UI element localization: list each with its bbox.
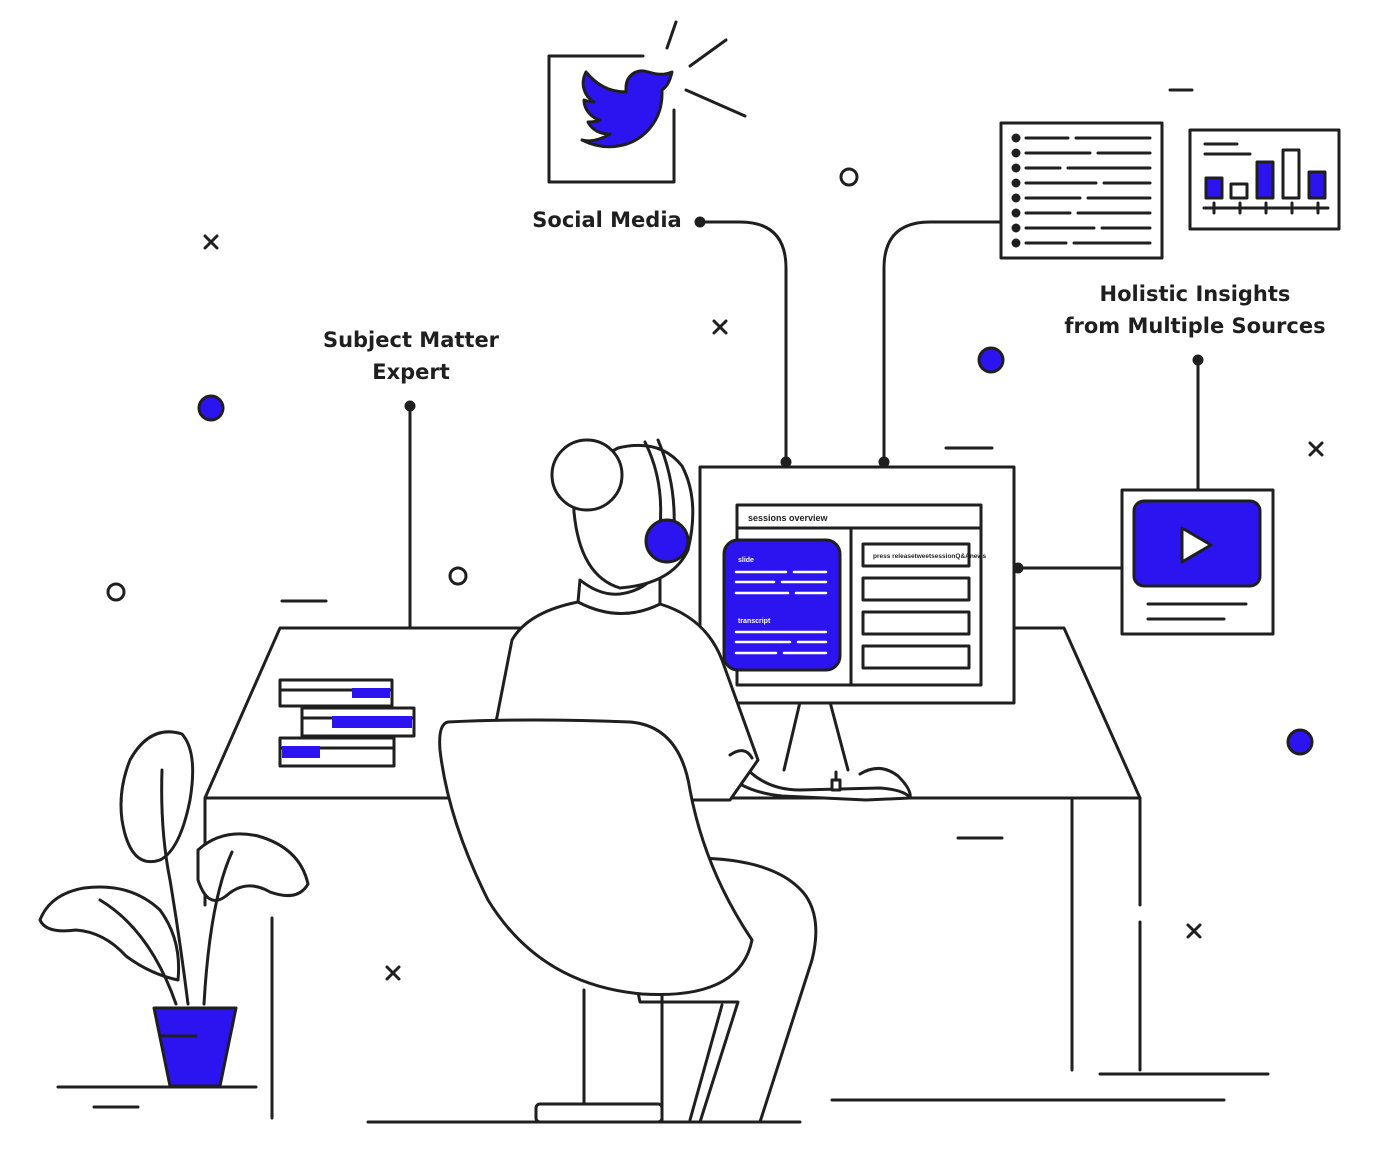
twitter-bird-icon [580,69,674,149]
social-media-text: Social Media [532,208,682,232]
cross-mark-icon [203,234,219,250]
docs-connector [882,220,1002,464]
signal-lines [665,20,747,118]
hair-bun [550,438,624,512]
social-connector [698,220,788,464]
chair [438,718,754,1124]
monitor: sessions overview slide transcript press… [698,465,1016,772]
twitter-card [547,20,747,184]
cross-mark-icon [1308,441,1324,457]
leaf [196,832,310,902]
screen-header: sessions overview [748,513,829,523]
book-stack [278,678,416,768]
leaf [38,885,181,982]
list-row [861,576,971,602]
cross-mark-icon [385,965,401,981]
holistic-line-2: from Multiple Sources [1064,314,1326,338]
list-row [861,644,971,670]
accent-dot [197,394,225,422]
tab-row [861,542,971,568]
leaf [119,730,195,863]
pot [152,1006,238,1088]
accent-dot [1286,728,1314,756]
ring-dot [839,167,859,187]
tabs-text: press releasetweetsessionQ&Anews [873,553,986,560]
document-list-icon [1011,133,1152,248]
bar-chart-card [1188,128,1341,231]
headphone-band [643,438,676,530]
ring-dot [106,582,126,602]
transcript-label: transcript [738,618,771,625]
cross-mark-icon [712,319,728,335]
sme-line-2: Expert [372,360,450,384]
slide-label: slide [738,557,754,564]
accent-dot [977,346,1005,374]
list-row [861,610,971,636]
bar-chart-icon [1202,148,1330,215]
social-media-label: Social Media [520,204,694,236]
subject-matter-expert-label: Subject Matter Expert [306,324,516,388]
decorations [92,88,1324,1109]
arm [718,698,912,802]
holistic-insights-label: Holistic Insights from Multiple Sources [1052,278,1338,342]
chair-back [438,718,754,997]
sme-line-1: Subject Matter [322,328,500,352]
ring-dot [448,566,468,586]
holistic-line-1: Holistic Insights [1099,282,1291,306]
document-card [999,121,1164,260]
headphones-icon [644,518,690,564]
cross-mark-icon [1186,923,1202,939]
play-icon [1180,526,1213,564]
potted-plant [38,730,310,1088]
video-card [1120,488,1275,636]
